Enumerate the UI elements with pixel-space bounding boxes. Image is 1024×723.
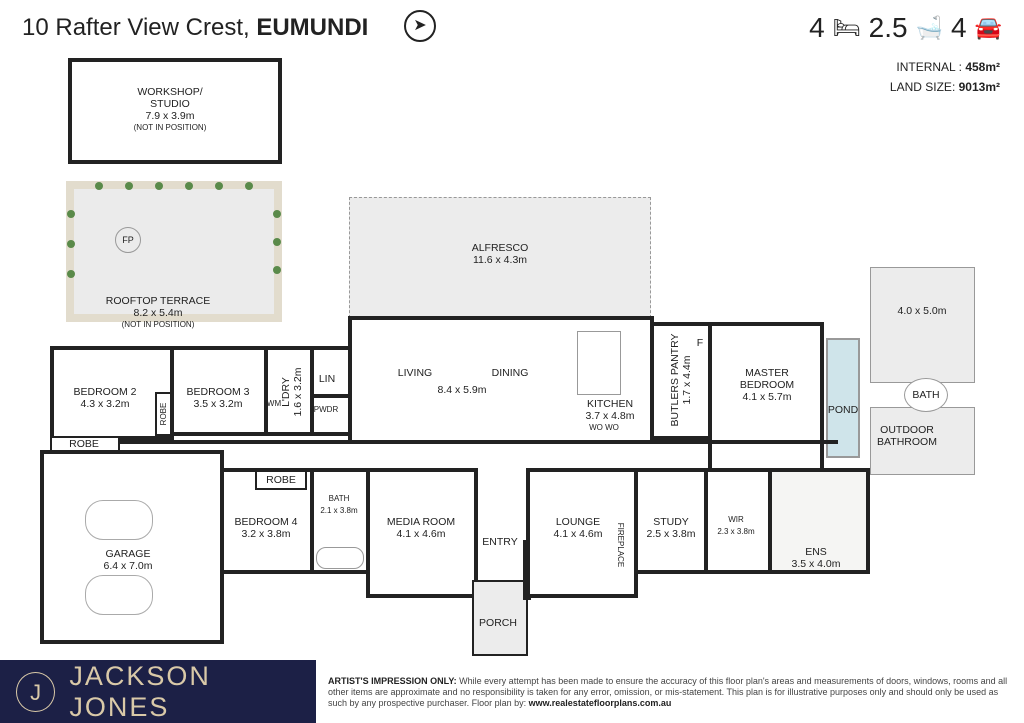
outdoor-area-size: 4.0 x 5.0m xyxy=(897,305,947,317)
address: 10 Rafter View Crest, xyxy=(22,14,250,41)
linen-label: LIN xyxy=(318,373,336,385)
outdoor-area xyxy=(870,267,975,383)
porch-label: PORCH xyxy=(479,617,517,629)
ensuite xyxy=(768,468,870,574)
bathtub-icon xyxy=(316,547,364,569)
website-link[interactable]: www.realestatefloorplans.com.au xyxy=(528,698,672,708)
robe xyxy=(255,470,307,490)
robe-label: ROBE xyxy=(159,402,168,426)
bath-count: 2.5 xyxy=(868,12,908,43)
bed-count: 4 xyxy=(809,12,825,43)
robe-label: ROBE xyxy=(266,474,296,486)
washing-machine: WM xyxy=(266,399,282,408)
property-stats: 4 🛏 2.5 🛁 4 🚘 xyxy=(809,12,1002,44)
north-arrow-icon: ➤ xyxy=(404,10,436,42)
pond-label: POND xyxy=(827,404,859,416)
suburb: EUMUNDI xyxy=(256,14,369,41)
disclaimer: ARTIST'S IMPRESSION ONLY: While every at… xyxy=(328,676,1008,708)
internal-label: INTERNAL : xyxy=(896,60,962,74)
porch xyxy=(472,580,528,656)
hallway xyxy=(118,440,838,472)
bed-icon: 🛏 xyxy=(832,15,861,40)
internal-area: INTERNAL : 458m² xyxy=(896,60,1000,74)
kitchen-island xyxy=(577,331,621,395)
outdoor-bathroom xyxy=(870,407,975,475)
linen xyxy=(310,346,352,398)
internal-value: 458m² xyxy=(965,60,1000,74)
land-label: LAND SIZE: xyxy=(889,80,956,94)
agency-name: JACKSON JONES xyxy=(69,660,211,722)
dining-label: DINING xyxy=(491,367,529,379)
entry-label: ENTRY xyxy=(482,536,518,548)
land-area: LAND SIZE: 9013m² xyxy=(890,80,1000,94)
workshop-room xyxy=(68,58,282,164)
wall-oven: WO xyxy=(605,423,619,432)
car-icon xyxy=(85,575,153,615)
outdoor-bath-tub xyxy=(904,378,948,412)
wall-oven: WO xyxy=(589,423,603,432)
walk-in-robe xyxy=(704,468,772,574)
master-bedroom xyxy=(708,322,824,472)
powder-room xyxy=(310,394,352,436)
property-address: 10 Rafter View Crest, EUMUNDI xyxy=(22,14,368,42)
outdoor-bath-label: BATH xyxy=(912,389,940,401)
land-value: 9013m² xyxy=(958,80,1000,94)
agency-logo: J xyxy=(16,671,56,712)
car-count: 4 xyxy=(951,12,967,43)
rooftop-terrace xyxy=(66,181,282,322)
fireplace: FP xyxy=(115,227,141,253)
powder-label: PWDR xyxy=(313,405,339,414)
living-label: LIVING xyxy=(397,367,433,379)
pond xyxy=(826,338,860,458)
media-room xyxy=(366,468,478,598)
agency-banner: J JACKSON JONES xyxy=(0,660,316,723)
bathtub-icon: 🛁 xyxy=(915,15,944,40)
robe-label: ROBE xyxy=(69,438,99,450)
car-icon xyxy=(85,500,153,540)
fridge: F xyxy=(696,337,704,349)
living-size: 8.4 x 5.9m xyxy=(437,384,487,396)
fireplace-label: FIREPLACE xyxy=(616,522,625,568)
car-icon: 🚘 xyxy=(974,15,1002,40)
